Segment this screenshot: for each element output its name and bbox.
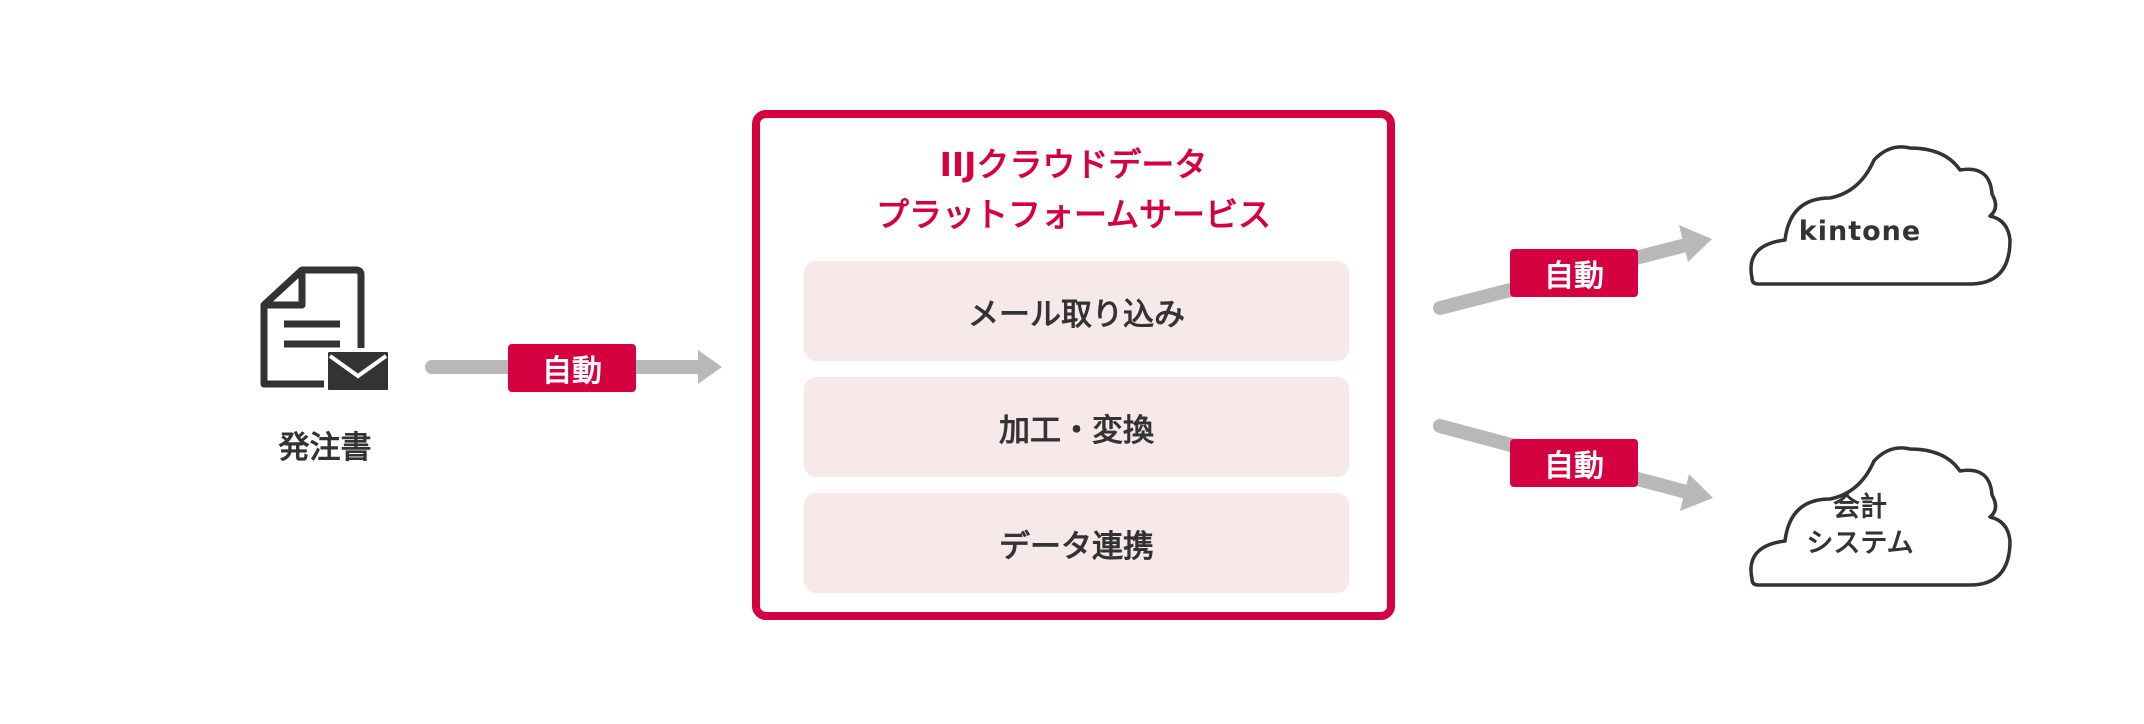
auto-badge-input: 自動 <box>508 344 636 392</box>
accounting-label: 会計 システム <box>1745 490 1975 562</box>
document-label: 発注書 <box>278 430 372 466</box>
step-transform: 加工・変換 <box>804 377 1349 477</box>
platform-title-line2: プラットフォームサービス <box>875 195 1271 234</box>
kintone-label: kintone <box>1798 216 1922 247</box>
step-data-integration: データ連携 <box>804 493 1349 593</box>
platform-box <box>752 110 1395 620</box>
step-mail-import: メール取り込み <box>804 261 1349 361</box>
cloud-icon <box>1749 446 2012 587</box>
accounting-label-line1: 会計 <box>1833 492 1887 523</box>
platform-title-line1: IIJクラウドデータ <box>939 145 1208 184</box>
cloud-icon <box>1749 145 2012 286</box>
document-with-envelope-icon <box>260 266 392 394</box>
platform-title: IIJクラウドデータ プラットフォームサービス <box>752 140 1395 240</box>
auto-badge-accounting: 自動 <box>1510 439 1638 487</box>
auto-badge-kintone: 自動 <box>1510 249 1638 297</box>
accounting-label-line2: システム <box>1806 528 1914 559</box>
